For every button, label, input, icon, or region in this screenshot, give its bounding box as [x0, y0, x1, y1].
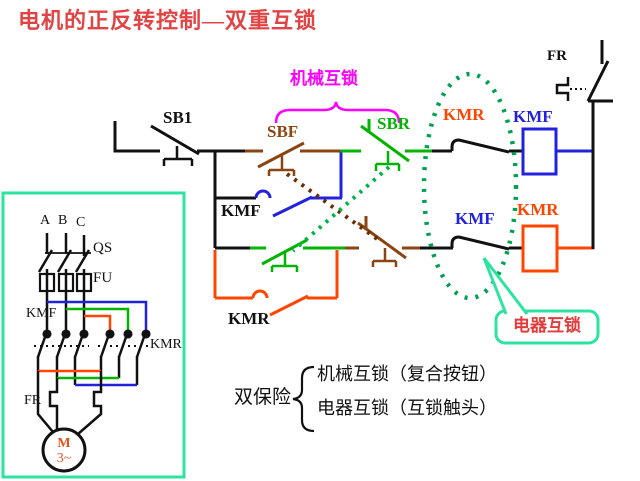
mechanical-interlock-label: 机械互锁	[290, 69, 358, 88]
motor-symbol-label: M	[57, 436, 71, 451]
jumper-green	[66, 307, 130, 331]
legend-item-mechanical: 机械互锁（复合按钮）	[317, 364, 497, 384]
kmr-aux-contact-symbol	[213, 250, 339, 317]
kmf-coil-label: KMF	[513, 107, 553, 126]
sbf-label: SBF	[267, 122, 299, 141]
sb1-stop-button-symbol	[113, 121, 246, 248]
fr-heater-symbol	[36, 371, 103, 435]
fu-fuse-symbol	[38, 269, 93, 331]
legend-brace	[292, 365, 315, 433]
fr-power-label: FR	[24, 393, 42, 408]
jumper-blue	[47, 300, 148, 331]
sbf-nc-contact-symbol	[345, 216, 421, 267]
kmf-nc-label: KMF	[455, 209, 495, 228]
qs-switch-symbol	[37, 249, 91, 273]
sbr-reverse-button-symbol	[215, 238, 346, 272]
phase-a-label: A	[40, 213, 51, 228]
kmr-main-contacts	[98, 329, 152, 358]
kmf-power-label: KMF	[26, 306, 57, 321]
phase-c-label: C	[76, 215, 86, 230]
kmr-aux-label: KMR	[228, 309, 270, 328]
fr-nc-contact-symbol	[555, 40, 613, 249]
kmf-aux-label: KMF	[221, 201, 261, 220]
kmr-power-label: KMR	[150, 337, 182, 352]
kmf-aux-contact-symbol	[215, 151, 343, 218]
sbr-label: SBR	[377, 114, 411, 133]
kmr-nc-label: KMR	[443, 105, 485, 124]
power-circuit-frame	[1, 191, 186, 479]
motor-symbol	[41, 427, 87, 473]
legend-item-electrical: 电器互锁（互锁触头）	[317, 398, 497, 418]
kmf-coil-symbol	[521, 127, 594, 176]
page-title: 电机的正反转控制—双重互锁	[18, 8, 318, 33]
fr-control-label: FR	[547, 48, 567, 64]
jumper-orange	[84, 314, 112, 331]
sbf-mechanical-link-dotted	[285, 172, 382, 243]
power-circuit-symbols	[34, 233, 152, 473]
legend-brace-label: 双保险	[234, 387, 292, 408]
fu-label: FU	[93, 270, 113, 286]
mechanical-interlock-brace	[274, 101, 401, 124]
sbr-mechanical-link-dotted	[291, 165, 391, 253]
sb1-label: SB1	[163, 108, 193, 127]
kmr-coil-label: KMR	[517, 200, 559, 219]
electrical-interlock-label: 电器互锁	[513, 316, 581, 335]
sbr-nc-contact-symbol	[340, 119, 433, 171]
motor-phase-label: 3~	[56, 451, 72, 466]
qs-label: QS	[93, 240, 113, 256]
phase-b-label: B	[58, 213, 68, 228]
electrical-interlock-callout	[482, 257, 600, 345]
sbf-forward-button-symbol	[245, 141, 342, 176]
kmr-coil-symbol	[521, 224, 594, 273]
electrical-interlock-ellipse	[421, 71, 519, 301]
kmf-main-contacts	[34, 329, 89, 358]
